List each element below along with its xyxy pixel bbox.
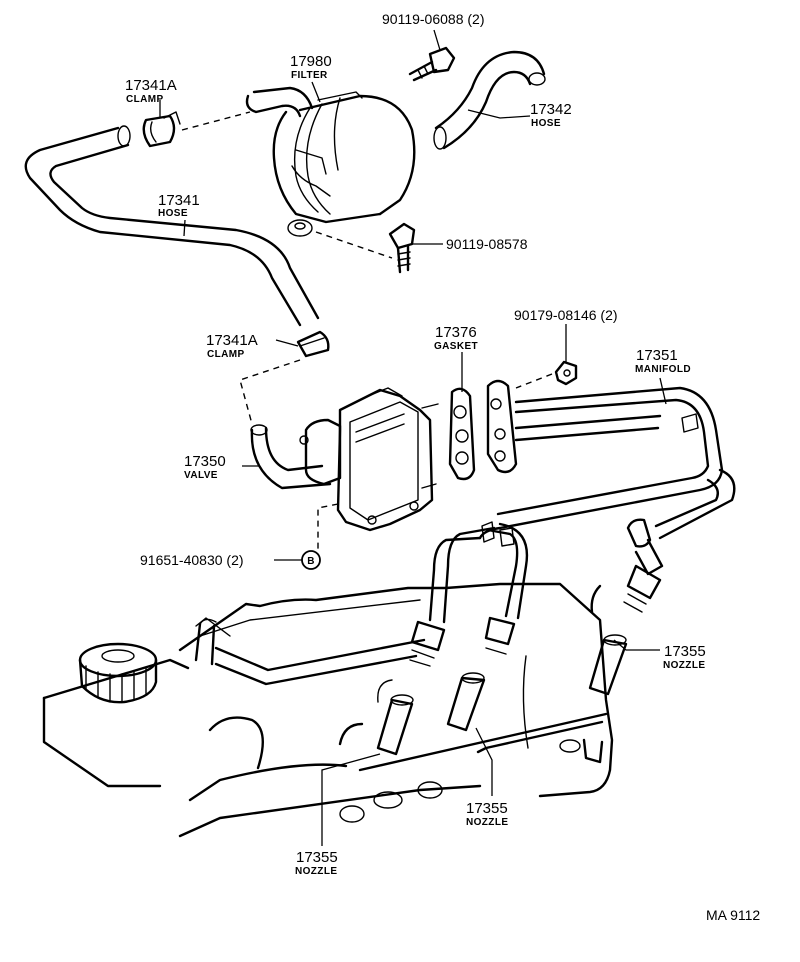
- callout-hose-right-number: 17342: [530, 101, 572, 118]
- hose-17342[interactable]: [433, 50, 546, 150]
- callout-bolt-top-number: 90119-06088 (2): [382, 11, 484, 27]
- callout-bolt-mid-number: 90119-08578: [446, 236, 528, 252]
- callout-nut-number: 90179-08146 (2): [514, 307, 618, 323]
- callout-clamp-lower-number: 17341A: [206, 332, 258, 349]
- manifold-17351[interactable]: [409, 379, 736, 667]
- callout-valve-number: 17350: [184, 453, 226, 470]
- stud-marker-label: B: [307, 556, 315, 567]
- clamp-17341a-top[interactable]: [142, 111, 181, 148]
- bolt-90119-08578[interactable]: [388, 222, 416, 274]
- callout-nozzle-right-number: 17355: [664, 643, 706, 660]
- callout-clamp-lower-name: CLAMP: [207, 349, 245, 360]
- callout-nozzle-right-name: NOZZLE: [663, 660, 705, 671]
- callout-stud-number: 91651-40830 (2): [140, 552, 244, 568]
- callout-nozzle-center-name: NOZZLE: [466, 817, 508, 828]
- callout-hose-left-number: 17341: [158, 192, 200, 209]
- nozzle-17355-left[interactable]: [376, 694, 414, 756]
- filter-17980[interactable]: [245, 86, 416, 237]
- hose-17341[interactable]: [24, 125, 320, 327]
- dash-clamp-to-valve: [239, 359, 301, 425]
- stud-marker[interactable]: B: [301, 550, 321, 570]
- callout-nozzle-bottom-number: 17355: [296, 849, 338, 866]
- valve-17350[interactable]: [250, 387, 439, 532]
- callout-gasket-name: GASKET: [434, 341, 478, 352]
- nut-90179-08146[interactable]: [554, 360, 578, 386]
- nozzle-17355-right[interactable]: [588, 634, 628, 696]
- bolt-90119-06088[interactable]: [408, 46, 456, 82]
- callout-hose-right-name: HOSE: [531, 118, 561, 129]
- dash-valve-to-stud: [317, 503, 339, 556]
- callout-manifold-name: MANIFOLD: [635, 364, 691, 375]
- nozzle-17355-center[interactable]: [446, 672, 486, 732]
- gasket-17376[interactable]: [448, 387, 476, 481]
- clamp-17341a-lower[interactable]: [296, 330, 330, 358]
- callout-filter-number: 17980: [290, 53, 332, 70]
- dash-clamp-to-filter: [181, 111, 251, 131]
- callout-nozzle-center-number: 17355: [466, 800, 508, 817]
- callout-gasket-number: 17376: [435, 324, 477, 341]
- dash-nut-to-flange: [515, 373, 553, 389]
- engine-head: [42, 582, 614, 838]
- dash-filter-to-bolt: [315, 231, 393, 259]
- callout-manifold-number: 17351: [636, 347, 678, 364]
- drawing-id: MA 9112: [706, 907, 760, 923]
- callout-filter-name: FILTER: [291, 70, 328, 81]
- leader-lines: [159, 29, 667, 846]
- callout-clamp-top-name: CLAMP: [126, 94, 164, 105]
- callout-hose-left-name: HOSE: [158, 208, 188, 219]
- callout-clamp-top-number: 17341A: [125, 77, 177, 94]
- oil-filler-cap: [78, 642, 158, 704]
- callout-valve-name: VALVE: [184, 470, 218, 481]
- callout-nozzle-bottom-name: NOZZLE: [295, 866, 337, 877]
